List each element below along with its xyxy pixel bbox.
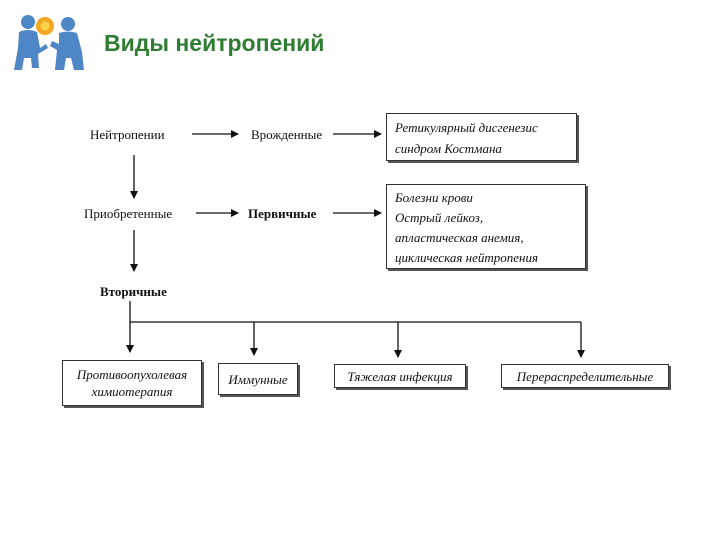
node-acquired: Приобретенные (84, 206, 173, 221)
primary-example-item: циклическая нейтропения (395, 250, 538, 265)
secondary-type-box: Перераспределительные (501, 364, 669, 388)
congenital-example-item: синдром Костмана (395, 141, 502, 156)
secondary-type-label: Иммунные (228, 371, 288, 387)
secondary-type-label: Перераспределительные (516, 368, 654, 384)
primary-example-item: Острый лейкоз, (395, 210, 484, 225)
secondary-type-box: Противоопухолевая химиотерапия (62, 360, 202, 406)
secondary-type-label: Противоопухолевая химиотерапия (76, 367, 188, 399)
node-primary: Первичные (248, 206, 317, 221)
primary-example-item: Болезни крови (395, 190, 473, 205)
secondary-type-label: Тяжелая инфекция (347, 368, 453, 384)
congenital-example-item: Ретикулярный дисгенезис (395, 120, 538, 135)
congenital-examples-box: Ретикулярный дисгенезис синдром Костмана (386, 113, 577, 161)
secondary-type-box: Иммунные (218, 363, 298, 395)
primary-examples-box: Болезни крови Острый лейкоз, апластическ… (386, 184, 586, 269)
node-secondary: Вторичные (100, 284, 167, 299)
primary-example-item: апластическая анемия, (395, 230, 524, 245)
children-logo (14, 15, 84, 70)
page-title: Виды нейтропений (104, 30, 325, 56)
node-congenital: Врожденные (251, 127, 323, 142)
secondary-type-box: Тяжелая инфекция (334, 364, 466, 388)
node-neutropenias: Нейтропении (90, 127, 165, 142)
